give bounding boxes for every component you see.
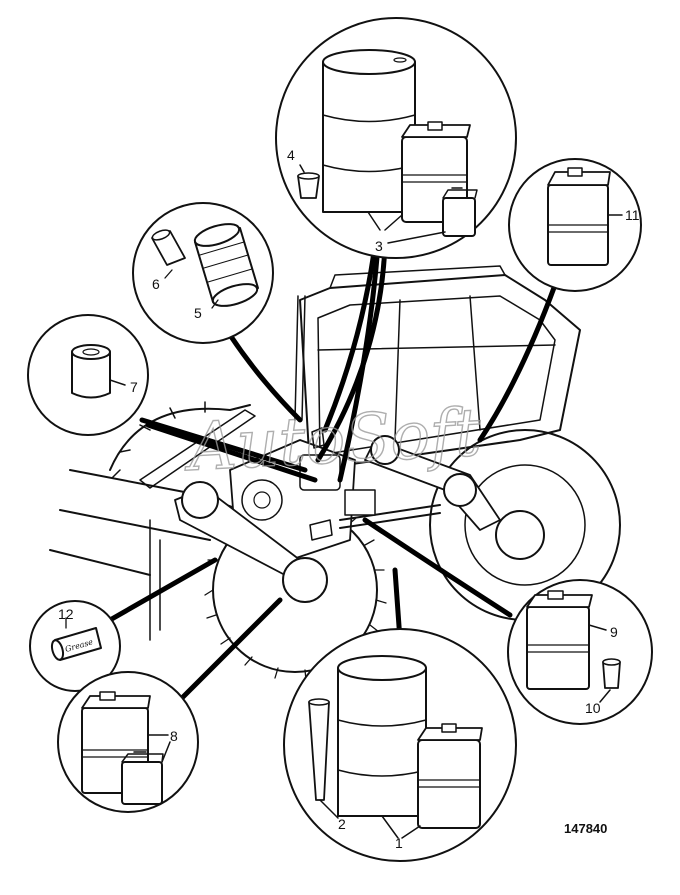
- machine-illustration: [49, 265, 621, 681]
- callout-label-7: 7: [130, 379, 138, 395]
- oil-can-icon: [547, 167, 611, 266]
- callout-circle-1-2: 1 2: [283, 628, 517, 862]
- callout-label-3: 3: [375, 238, 383, 254]
- air-filter-element-icon: [193, 223, 259, 307]
- grease-tin-icon: [297, 172, 320, 199]
- oil-drum-icon: [337, 655, 427, 817]
- callout-circle-5-6: 5 6: [132, 202, 274, 344]
- grease-tin-icon: [602, 658, 621, 689]
- callout-circle-8: 8: [57, 671, 199, 813]
- callout-label-10: 10: [585, 700, 601, 716]
- callout-circle-9-10: 9 10: [507, 579, 653, 725]
- small-oil-can-icon: [442, 187, 478, 237]
- grease-cartridge-icon: Grease: [50, 627, 102, 661]
- callout-circle-11: 11: [508, 158, 642, 292]
- oil-filter-icon: [71, 344, 111, 399]
- callout-label-1: 1: [395, 835, 403, 851]
- oil-can-icon: [417, 723, 483, 829]
- callout-label-5: 5: [194, 305, 202, 321]
- callout-label-9: 9: [610, 624, 618, 640]
- callout-label-2: 2: [338, 816, 346, 832]
- callout-label-6: 6: [152, 276, 160, 292]
- callout-label-8: 8: [170, 728, 178, 744]
- leader-lines: [107, 242, 558, 703]
- oil-can-icon: [526, 590, 593, 690]
- callout-circle-3-4: 3 4: [275, 17, 517, 259]
- inner-filter-element-icon: [151, 229, 186, 266]
- callout-circle-12: Grease 12: [29, 600, 121, 692]
- callout-label-4: 4: [287, 147, 295, 163]
- figure-reference-number: 147840: [564, 821, 607, 836]
- callout-circle-7: 7: [27, 314, 149, 436]
- grease-cartridge-icon: [308, 698, 330, 801]
- callout-label-12: 12: [58, 606, 74, 622]
- callout-label-11: 11: [625, 207, 640, 223]
- watermark-text: AutoSoft: [181, 394, 483, 487]
- small-oil-can-icon: [121, 751, 164, 805]
